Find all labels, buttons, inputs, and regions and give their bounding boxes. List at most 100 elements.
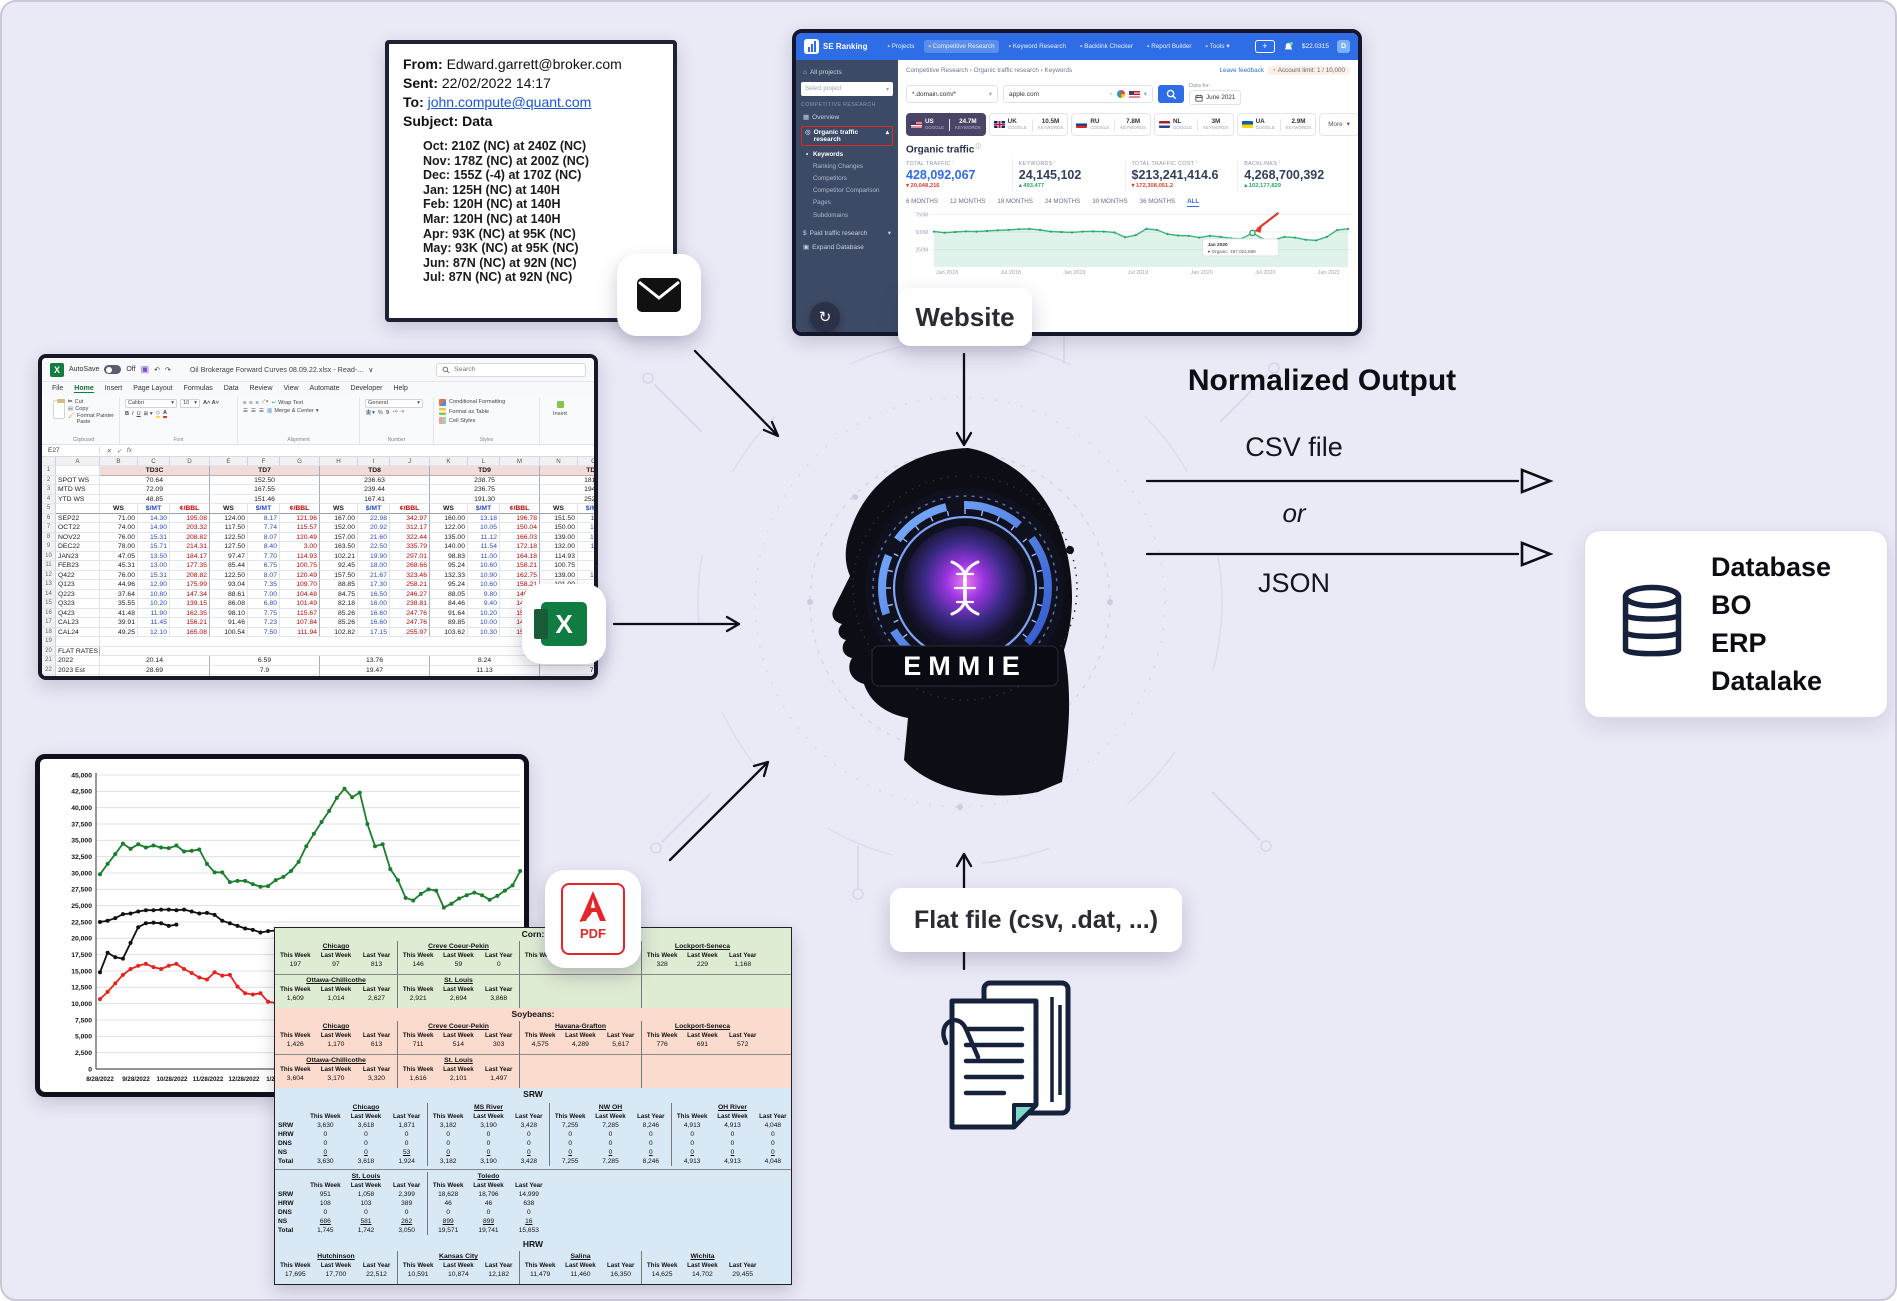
cell[interactable]: 98.83: [430, 551, 468, 561]
cell[interactable]: 297.01: [390, 551, 430, 561]
cell[interactable]: 102.21: [320, 551, 358, 561]
undo-icon[interactable]: ↶: [154, 366, 160, 374]
cell[interactable]: 70.64: [100, 475, 210, 485]
cell[interactable]: 15.31: [138, 532, 170, 542]
column-header-D[interactable]: D: [170, 457, 210, 466]
cell[interactable]: ¢/BBL: [280, 504, 320, 514]
cell[interactable]: 7.46: [210, 675, 320, 676]
sidebar-item-expand-database[interactable]: ▣Expand Database: [803, 243, 864, 252]
align-right-icon[interactable]: ☰: [259, 408, 265, 414]
data-for-control[interactable]: Data for: June 2021: [1189, 83, 1242, 105]
insert-button[interactable]: Insert: [553, 411, 567, 417]
cell[interactable]: 165.08: [170, 627, 210, 637]
leave-feedback-link[interactable]: Leave feedback: [1219, 67, 1264, 74]
cell[interactable]: 47.05: [100, 551, 138, 561]
cell[interactable]: ¢/BBL: [170, 504, 210, 514]
excel-menu-insert[interactable]: Insert: [104, 385, 123, 392]
cell[interactable]: 246.27: [390, 589, 430, 599]
cell[interactable]: $/MT: [468, 504, 500, 514]
cell[interactable]: 7.70: [248, 551, 280, 561]
column-header-M[interactable]: M: [500, 457, 540, 466]
cell[interactable]: 44.96: [100, 580, 138, 590]
align-bottom-icon[interactable]: ≡: [255, 399, 259, 406]
cell[interactable]: 28.69: [100, 665, 210, 675]
cell[interactable]: Q323: [56, 599, 100, 609]
cell[interactable]: 117.50: [210, 523, 248, 533]
column-header-O[interactable]: O: [578, 457, 594, 466]
column-header-L[interactable]: L: [468, 457, 500, 466]
sidebar-item-overview[interactable]: ▦Overview: [803, 113, 840, 122]
cell[interactable]: 10.20: [468, 608, 500, 618]
cell[interactable]: 236.63: [320, 475, 430, 485]
cell[interactable]: 85.44: [210, 561, 248, 571]
cell[interactable]: 20.92: [358, 523, 390, 533]
cell[interactable]: 10.20: [138, 599, 170, 609]
cell[interactable]: 7.9: [540, 666, 594, 675]
cell[interactable]: 191.30: [430, 494, 540, 504]
bell-icon[interactable]: [1283, 41, 1294, 53]
cell[interactable]: 7.74: [248, 523, 280, 533]
align-left-icon[interactable]: ☰: [243, 408, 249, 414]
sidebar-subitem-keywords[interactable]: Keywords: [801, 148, 893, 160]
cell[interactable]: 109.70: [280, 580, 320, 590]
cell[interactable]: TD9: [430, 466, 540, 476]
align-center-icon[interactable]: ☰: [251, 408, 257, 414]
cell[interactable]: 15.71: [138, 542, 170, 552]
column-header-A[interactable]: A: [56, 457, 100, 466]
cell[interactable]: 164.18: [500, 551, 540, 561]
cell[interactable]: 258.21: [390, 580, 430, 590]
cell[interactable]: 252.59: [540, 495, 594, 504]
borders-button[interactable]: ⊞ ▾: [143, 410, 153, 417]
cell[interactable]: WS: [100, 504, 138, 514]
paste-icon[interactable]: [53, 398, 65, 419]
bold-button[interactable]: B: [125, 410, 130, 417]
cell[interactable]: 17.15: [358, 627, 390, 637]
cell[interactable]: DEC22: [56, 542, 100, 552]
fx-icon[interactable]: fx: [126, 446, 132, 454]
cell[interactable]: JAN23: [56, 551, 100, 561]
cell-styles-button[interactable]: Cell Styles: [449, 417, 476, 424]
refresh-button[interactable]: ↻: [810, 302, 840, 332]
cell[interactable]: 214.31: [170, 542, 210, 552]
cell[interactable]: 37.64: [100, 589, 138, 599]
cell[interactable]: 323.46: [390, 570, 430, 580]
cell[interactable]: 10.05: [468, 523, 500, 533]
cell[interactable]: 247.76: [390, 608, 430, 618]
number-format-select[interactable]: General▾: [365, 399, 423, 408]
cell[interactable]: 111.94: [280, 627, 320, 637]
cell[interactable]: 82.18: [320, 599, 358, 609]
cell[interactable]: 10.28: [578, 523, 594, 533]
cut-button[interactable]: ✂Cut: [67, 399, 84, 405]
cell[interactable]: 8.07: [248, 532, 280, 542]
breadcrumb-item[interactable]: Organic traffic research: [973, 67, 1039, 74]
cell[interactable]: 172.18: [500, 542, 540, 552]
column-header-G[interactable]: G: [280, 457, 320, 466]
cell[interactable]: 10.62: [578, 571, 594, 580]
cell[interactable]: 45.31: [100, 561, 138, 571]
cell[interactable]: MTD WS: [56, 485, 100, 495]
format-as-table-button[interactable]: Format as Table: [449, 408, 490, 415]
cell[interactable]: Q123: [56, 580, 100, 590]
cell[interactable]: 150.04: [500, 523, 540, 533]
align-middle-icon[interactable]: ≡: [249, 399, 253, 406]
select-project-dropdown[interactable]: Select project▾: [801, 82, 893, 96]
cell[interactable]: 24.57: [100, 675, 210, 676]
cell[interactable]: CAL24: [56, 627, 100, 637]
cell[interactable]: 122.50: [210, 532, 248, 542]
cell[interactable]: 135.00: [430, 532, 468, 542]
cell[interactable]: 88.61: [210, 589, 248, 599]
cell[interactable]: OCT22: [56, 523, 100, 533]
cell[interactable]: 91.46: [210, 618, 248, 628]
cell[interactable]: 11.12: [468, 532, 500, 542]
format-painter-button[interactable]: 🖌Format Painter: [67, 413, 114, 419]
cell[interactable]: 49.25: [100, 627, 138, 637]
country-tab-more[interactable]: More▾: [1319, 113, 1358, 136]
cell[interactable]: 156.21: [170, 618, 210, 628]
cell[interactable]: 95.24: [430, 580, 468, 590]
cell[interactable]: 78.00: [100, 542, 138, 552]
excel-menu-page-layout[interactable]: Page Layout: [133, 385, 173, 392]
nav-item-keyword-research[interactable]: ▪Keyword Research: [1005, 40, 1070, 53]
cell[interactable]: FLAT RATES: [56, 646, 100, 656]
